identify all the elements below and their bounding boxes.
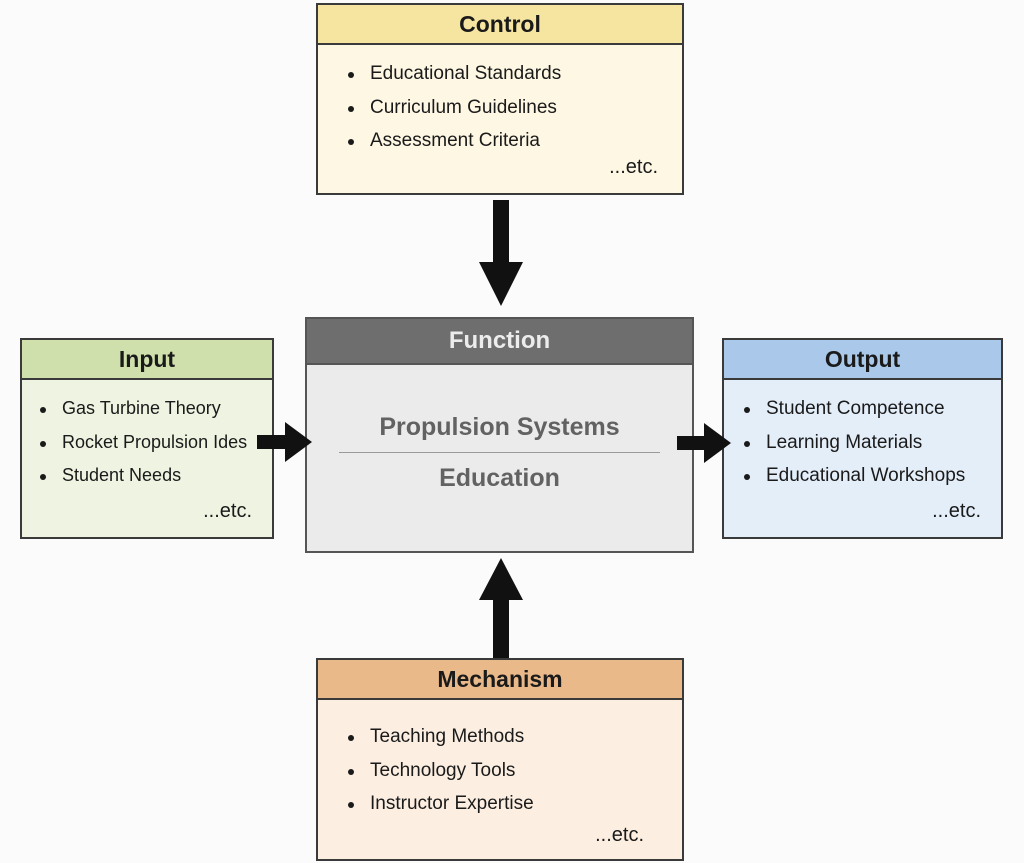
- input-box: Input Gas Turbine Theory Rocket Propulsi…: [20, 338, 274, 539]
- list-item: Educational Standards: [344, 57, 561, 91]
- control-body: Educational Standards Curriculum Guideli…: [318, 45, 682, 193]
- mechanism-etc: ...etc.: [595, 824, 644, 846]
- input-title: Input: [22, 340, 272, 380]
- control-list: Educational Standards Curriculum Guideli…: [344, 57, 561, 158]
- list-item: Curriculum Guidelines: [344, 91, 561, 125]
- output-box: Output Student Competence Learning Mater…: [722, 338, 1003, 539]
- mechanism-body: Teaching Methods Technology Tools Instru…: [318, 700, 682, 859]
- list-item: Rocket Propulsion Ides: [36, 426, 247, 460]
- mechanism-title: Mechanism: [318, 660, 682, 700]
- input-etc: ...etc.: [203, 500, 252, 522]
- output-body: Student Competence Learning Materials Ed…: [724, 380, 1001, 537]
- arrow-input-to-function: [257, 422, 312, 462]
- input-list: Gas Turbine Theory Rocket Propulsion Ide…: [36, 392, 247, 493]
- control-etc: ...etc.: [609, 156, 658, 178]
- output-title: Output: [724, 340, 1001, 380]
- control-title: Control: [318, 5, 682, 45]
- function-name-line2: Education: [439, 464, 560, 492]
- list-item: Assessment Criteria: [344, 124, 561, 158]
- list-item: Instructor Expertise: [344, 787, 534, 821]
- function-title: Function: [307, 319, 692, 365]
- mechanism-box: Mechanism Teaching Methods Technology To…: [316, 658, 684, 861]
- input-body: Gas Turbine Theory Rocket Propulsion Ide…: [22, 380, 272, 537]
- list-item: Technology Tools: [344, 754, 534, 788]
- list-item: Educational Workshops: [740, 459, 965, 493]
- list-item: Teaching Methods: [344, 720, 534, 754]
- function-body: Propulsion Systems Education: [307, 365, 692, 551]
- list-item: Student Needs: [36, 459, 247, 493]
- arrow-mechanism-to-function: [479, 558, 523, 658]
- list-item: Learning Materials: [740, 426, 965, 460]
- arrow-function-to-output: [677, 423, 731, 463]
- arrow-control-to-function: [479, 200, 523, 306]
- function-divider: [339, 452, 660, 453]
- function-name-line1: Propulsion Systems: [379, 413, 620, 441]
- list-item: Student Competence: [740, 392, 965, 426]
- output-list: Student Competence Learning Materials Ed…: [740, 392, 965, 493]
- list-item: Gas Turbine Theory: [36, 392, 247, 426]
- function-box: Function Propulsion Systems Education: [305, 317, 694, 553]
- control-box: Control Educational Standards Curriculum…: [316, 3, 684, 195]
- output-etc: ...etc.: [932, 500, 981, 522]
- mechanism-list: Teaching Methods Technology Tools Instru…: [344, 720, 534, 821]
